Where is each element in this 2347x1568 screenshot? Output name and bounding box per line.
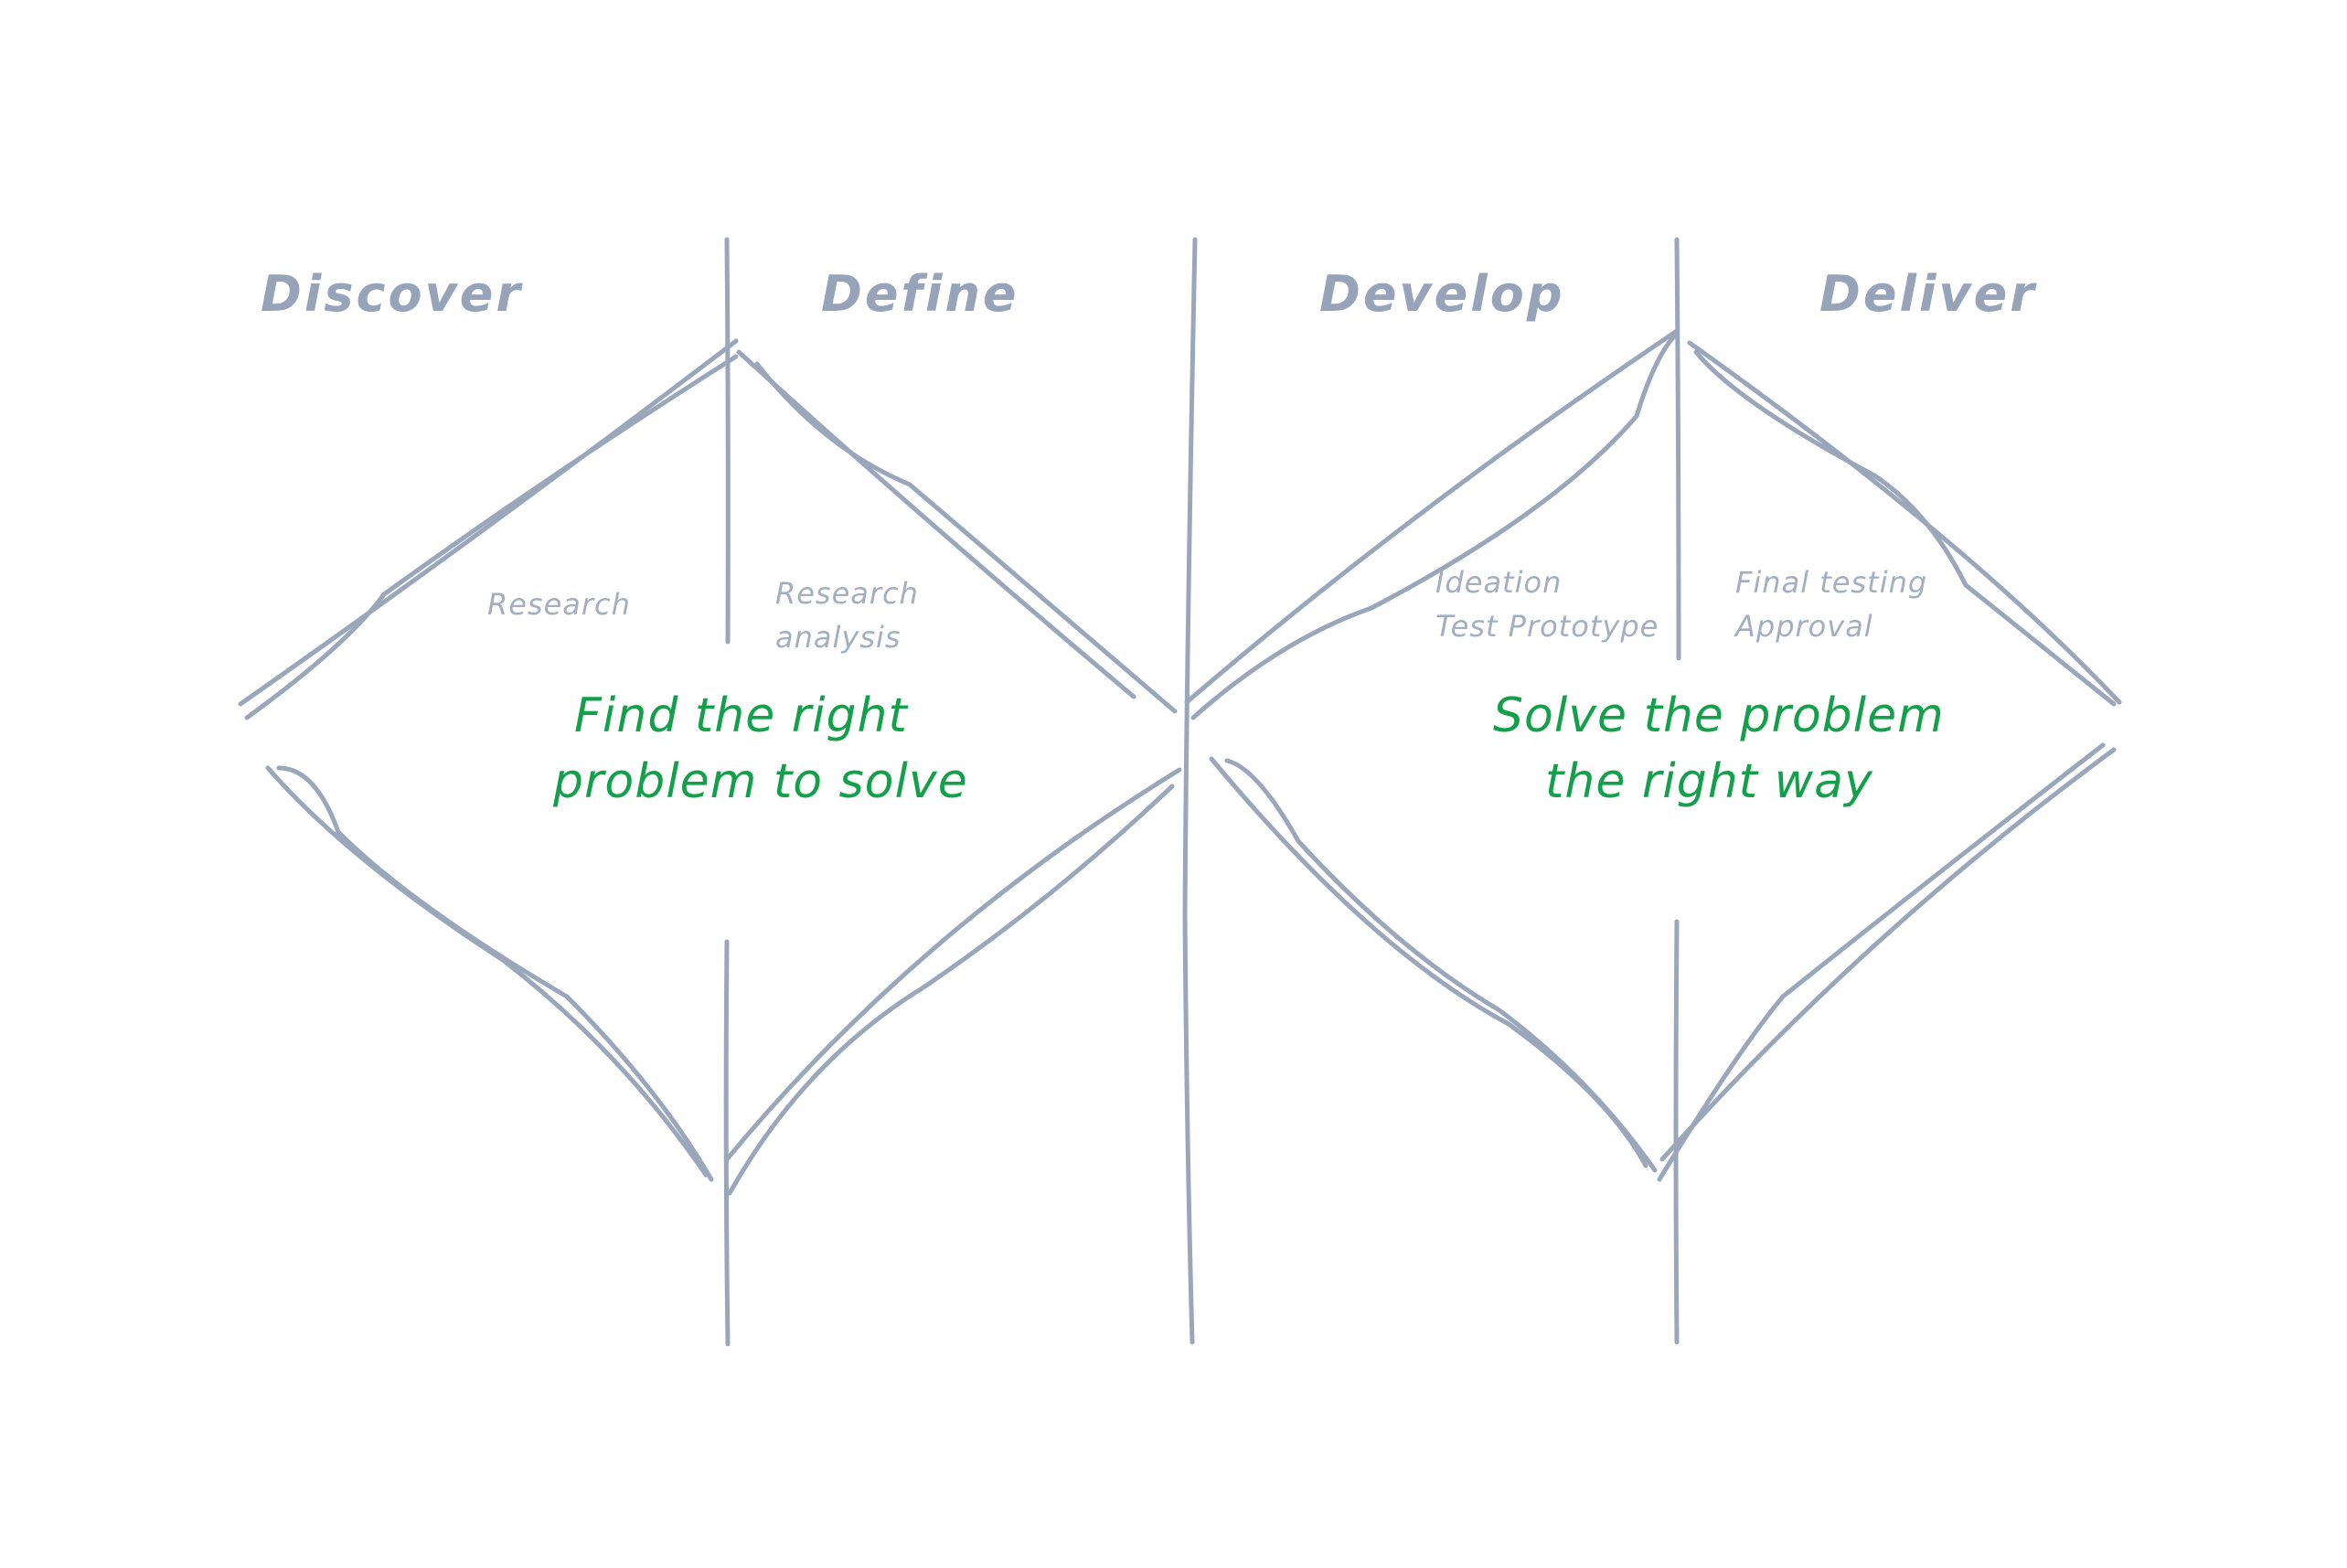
left-diamond-bottom-right-edge-sketch	[727, 784, 1175, 1196]
activity-research-analysis-line1: Research	[775, 576, 919, 611]
phase-develop: Develop	[1319, 265, 1565, 323]
activity-research: Research	[487, 587, 631, 622]
left-diamond-top-left-edge	[238, 338, 739, 707]
right-diamond-top-right-edge	[1687, 340, 2122, 705]
phase-dividers	[723, 237, 1681, 1347]
left-diamond-top-right-edge-sketch	[754, 361, 1178, 714]
goal-left-line2: problem to solve	[552, 754, 968, 809]
goal-right-line1: Solve the problem	[1493, 688, 1945, 743]
activity-test-prototype: Test Prototype	[1435, 609, 1659, 644]
activity-research-analysis-line2: analysis	[775, 620, 901, 655]
activity-approval: Approval	[1734, 609, 1873, 644]
left-diamond-bottom-left-edge	[265, 765, 709, 1178]
goal-right-line2: the right way	[1545, 754, 1873, 809]
activity-labels: Research Research analysis Ideation Test…	[487, 565, 1927, 655]
right-diamond	[1184, 328, 2122, 1182]
divider-center	[1182, 237, 1198, 1345]
goal-statements: Find the right problem to solve Solve th…	[552, 688, 1945, 809]
right-diamond-top-right-edge-sketch	[1693, 349, 2117, 707]
phase-headings: Discover Define Develop Deliver	[261, 265, 2037, 323]
activity-ideation: Ideation	[1435, 565, 1562, 600]
left-diamond-bottom-right-edge	[724, 767, 1182, 1162]
divider-discover-define-bottom	[723, 939, 731, 1347]
right-diamond-bottom-right-edge	[1659, 747, 2117, 1162]
phase-discover: Discover	[261, 265, 523, 323]
right-diamond-bottom-right-edge-sketch	[1657, 742, 2106, 1182]
right-diamond-top-left-edge-sketch	[1190, 333, 1678, 720]
divider-develop-deliver-top	[1674, 237, 1681, 661]
goal-left-line1: Find the right	[574, 688, 909, 743]
phase-deliver: Deliver	[1819, 265, 2037, 323]
phase-define: Define	[821, 265, 1019, 323]
divider-discover-define-top	[724, 237, 731, 645]
right-diamond-bottom-left-edge-sketch	[1224, 758, 1658, 1173]
divider-develop-deliver-bottom	[1673, 919, 1680, 1345]
right-diamond-top-left-edge	[1184, 328, 1680, 705]
activity-final-testing: Final testing	[1735, 565, 1927, 600]
left-diamond	[238, 338, 1182, 1196]
left-diamond-top-left-edge-sketch	[244, 354, 739, 720]
left-diamond-bottom-left-edge-sketch	[276, 765, 714, 1182]
